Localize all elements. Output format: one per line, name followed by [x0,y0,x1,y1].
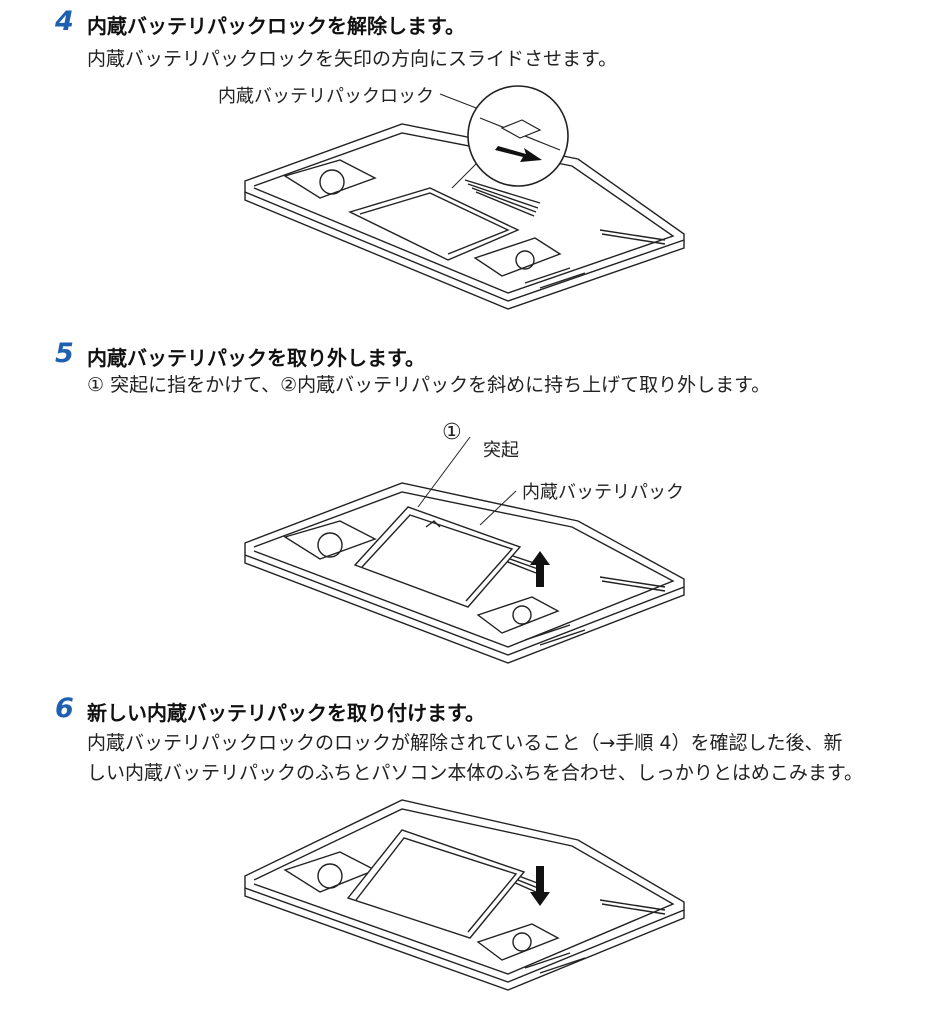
step-6-number: 6 [55,693,74,724]
laptop-figure-remove [240,455,690,665]
laptop-figure-install [240,796,690,1006]
protrusion-label: 突起 [483,440,519,461]
step-6-title: 新しい内蔵バッテリパックを取り付けます。 [87,701,485,725]
battery-pack-label: 内蔵バッテリパック [522,482,684,503]
step-5-text: ① 突起に指をかけて、②内蔵バッテリパックを斜めに持ち上げて取り外します。 [87,374,771,396]
step-4-title: 内蔵バッテリパックロックを解除します。 [87,14,465,38]
step-4-text: 内蔵バッテリパックロックを矢印の方向にスライドさせます。 [87,48,618,70]
step-4-number: 4 [55,6,74,37]
step-6-text-line-2: しい内蔵バッテリパックのふちとパソコン本体のふちを合わせ、しっかりとはめこみます… [87,762,863,784]
step-5-title: 内蔵バッテリパックを取り外します。 [87,346,425,370]
step-5-number: 5 [55,338,74,369]
battery-lock-label: 内蔵バッテリパックロック [218,86,434,107]
callout-1-marker: ① [442,420,462,445]
laptop-figure-lock [240,88,690,313]
step-6-text-line-1: 内蔵バッテリパックロックのロックが解除されていること（→手順 4）を確認した後、… [87,732,843,754]
